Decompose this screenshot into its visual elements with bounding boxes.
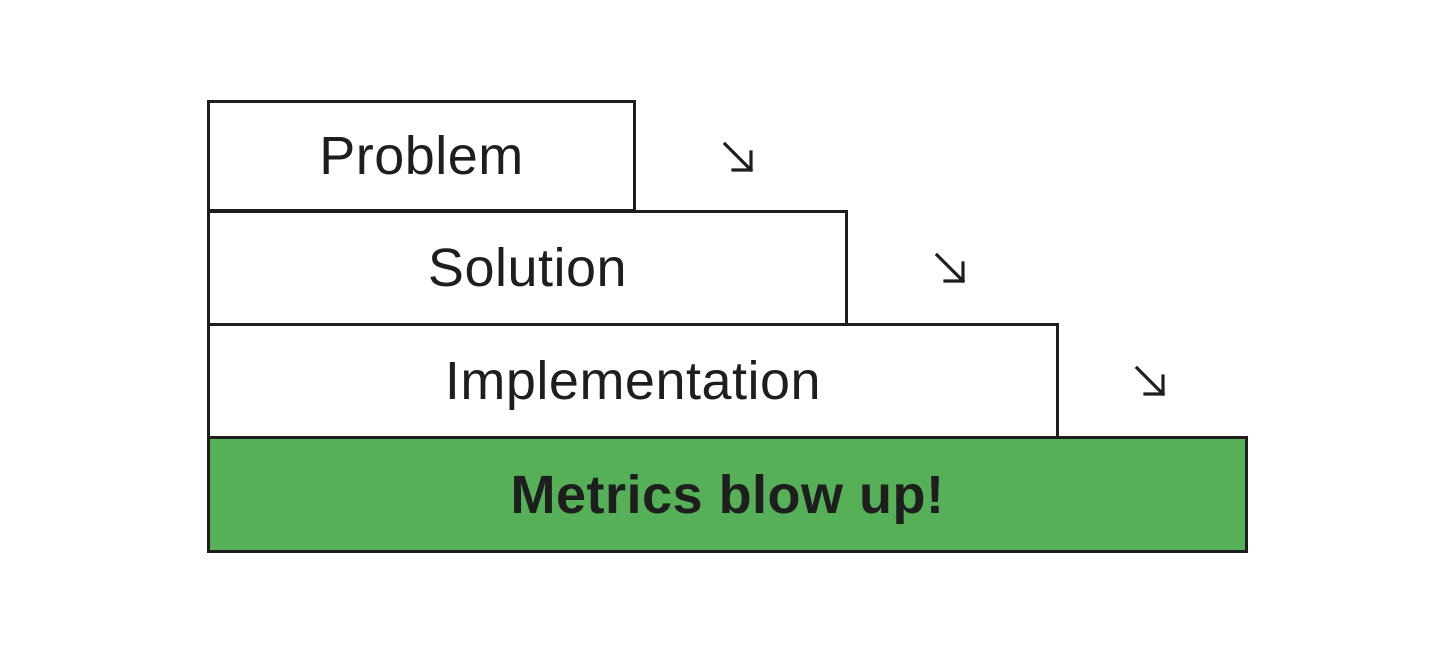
arrow-down-right-icon [1133, 364, 1169, 400]
step-metrics-result: Metrics blow up! [207, 436, 1248, 553]
step-problem-label: Problem [319, 126, 524, 186]
step-metrics-result-label: Metrics blow up! [510, 464, 945, 525]
arrow-down-right-icon [933, 251, 969, 287]
arrow-down-right-icon [721, 140, 757, 176]
step-implementation: Implementation [207, 323, 1059, 439]
step-solution-label: Solution [427, 238, 628, 298]
step-problem: Problem [207, 100, 636, 212]
step-implementation-label: Implementation [444, 351, 822, 411]
step-solution: Solution [207, 210, 848, 326]
